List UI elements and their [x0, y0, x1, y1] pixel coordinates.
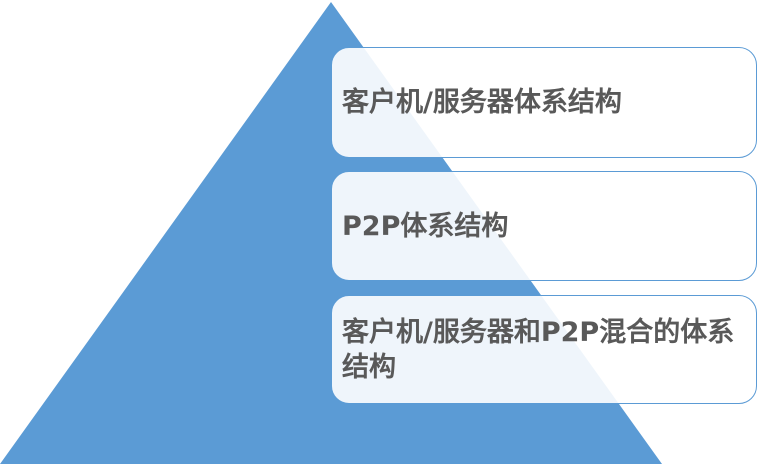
pyramid-level-3: 客户机/服务器和P2P混合的体系结构: [331, 295, 757, 404]
pyramid-level-1: 客户机/服务器体系结构: [331, 47, 757, 158]
pyramid-level-2: P2P体系结构: [331, 171, 757, 281]
level-3-label: 客户机/服务器和P2P混合的体系结构: [342, 316, 735, 383]
level-1-label: 客户机/服务器体系结构: [342, 87, 622, 118]
level-2-label: P2P体系结构: [342, 210, 509, 242]
